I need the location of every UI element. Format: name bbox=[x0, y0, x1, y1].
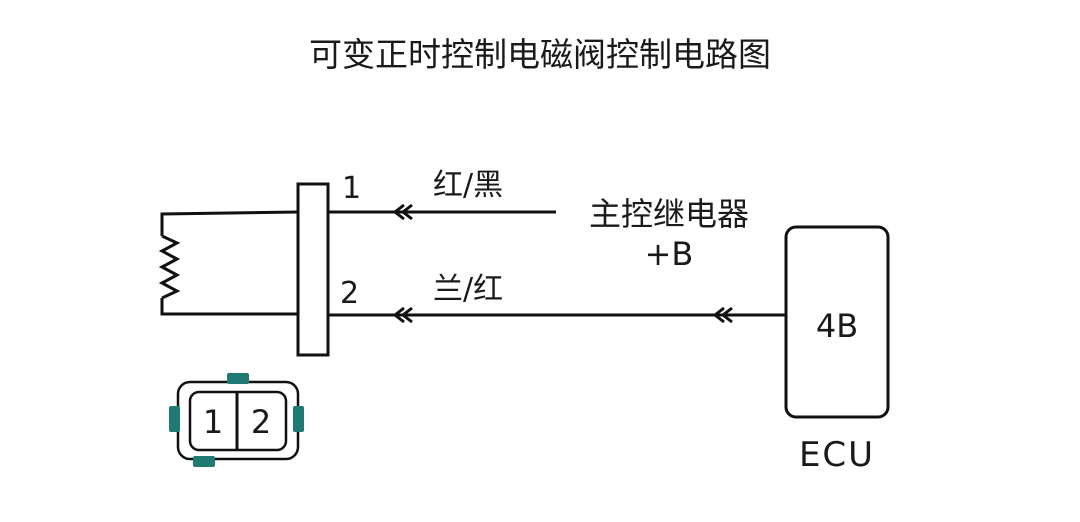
cavity-2-label: 2 bbox=[251, 403, 271, 441]
connector-chevron bbox=[712, 306, 733, 324]
solenoid-connector-block bbox=[296, 182, 330, 357]
connector-latch-bottom bbox=[193, 456, 215, 467]
connector-chevron bbox=[392, 306, 413, 324]
wire2-color-label: 兰/红 bbox=[433, 272, 503, 307]
ecu-pin-label: 4B bbox=[816, 307, 858, 345]
connector-latch-right bbox=[293, 406, 304, 432]
connector-latch-left bbox=[169, 406, 180, 432]
diagram-title: 可变正时控制电磁阀控制电路图 bbox=[309, 35, 771, 74]
wire-pin1-to-relay bbox=[328, 203, 556, 221]
pin-2-label: 2 bbox=[340, 276, 359, 311]
pin-1-label: 1 bbox=[342, 171, 361, 206]
main-relay-label: 主控继电器 bbox=[589, 195, 749, 233]
main-relay-plus-b: +B bbox=[645, 235, 694, 273]
connector-face-view: 1 2 bbox=[169, 373, 304, 467]
wire1-color-label: 红/黑 bbox=[433, 168, 503, 203]
connector-latch-top bbox=[227, 373, 249, 384]
ecu-label: ECU bbox=[799, 435, 875, 475]
solenoid-coil bbox=[158, 210, 299, 316]
ecu-box bbox=[784, 225, 890, 419]
cavity-1-label: 1 bbox=[203, 403, 223, 441]
wire-pin2-to-ecu bbox=[328, 306, 786, 324]
connector-chevron bbox=[392, 203, 413, 221]
